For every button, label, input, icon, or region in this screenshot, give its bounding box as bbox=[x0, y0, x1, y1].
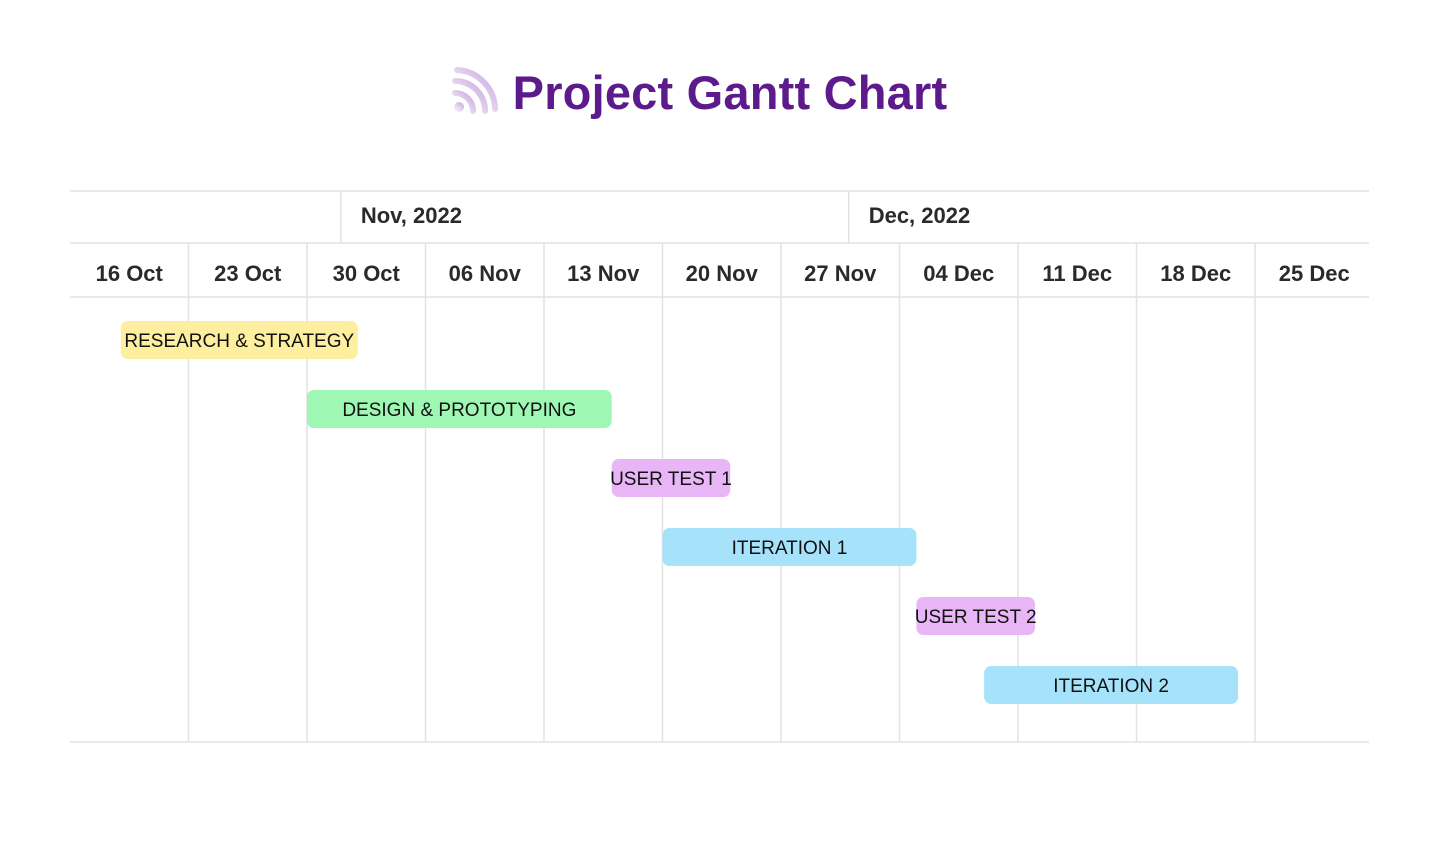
task-label: USER TEST 2 bbox=[915, 607, 1037, 628]
task-bar bbox=[611, 459, 731, 497]
week-label: 30 Oct bbox=[333, 261, 401, 286]
task-label: USER TEST 1 bbox=[610, 469, 732, 490]
signal-arcs-icon bbox=[451, 67, 498, 114]
month-label: Dec, 2022 bbox=[869, 203, 971, 228]
month-label: Nov, 2022 bbox=[361, 203, 462, 228]
task-label: ITERATION 1 bbox=[732, 538, 848, 559]
week-label: 18 Dec bbox=[1160, 261, 1231, 286]
task-bar bbox=[307, 390, 612, 428]
task-label: RESEARCH & STRATEGY bbox=[124, 331, 354, 352]
week-label: 13 Nov bbox=[567, 261, 640, 286]
week-label: 27 Nov bbox=[804, 261, 877, 286]
task-bar bbox=[662, 528, 917, 566]
task-label: DESIGN & PROTOTYPING bbox=[342, 400, 576, 421]
title-row: Project Gantt Chart bbox=[0, 60, 1440, 124]
week-label: 11 Dec bbox=[1042, 261, 1112, 286]
week-label: 04 Dec bbox=[923, 261, 994, 286]
week-label: 16 Oct bbox=[96, 261, 164, 286]
week-label: 20 Nov bbox=[686, 261, 759, 286]
week-label: 06 Nov bbox=[449, 261, 522, 286]
page-title: Project Gantt Chart bbox=[512, 65, 948, 119]
task-bar bbox=[916, 597, 1035, 635]
week-label: 25 Dec bbox=[1279, 261, 1350, 286]
task-bar bbox=[984, 666, 1239, 704]
week-label: 23 Oct bbox=[214, 261, 282, 286]
task-label: ITERATION 2 bbox=[1053, 676, 1169, 697]
task-bar bbox=[120, 321, 358, 359]
